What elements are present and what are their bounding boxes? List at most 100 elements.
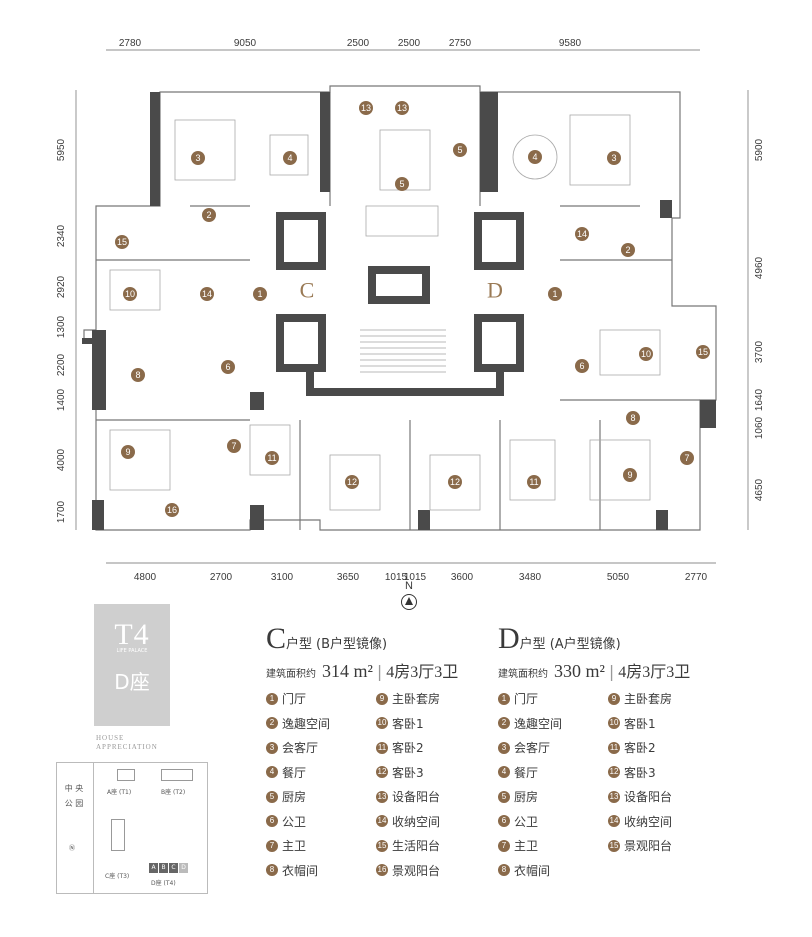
room-marker: 11 xyxy=(527,475,541,489)
room-name: 餐厅 xyxy=(514,765,539,780)
room-number-badge: 7 xyxy=(266,839,278,852)
room-number-badge: 14 xyxy=(608,815,620,827)
dim-bottom-3: 3650 xyxy=(337,572,360,580)
room-name: 会客厅 xyxy=(282,741,319,755)
room-marker-label: 4 xyxy=(287,153,292,163)
room-name: 衣帽间 xyxy=(514,863,551,878)
unit-d-letter: D xyxy=(487,278,503,303)
room-number-badge: 6 xyxy=(498,815,510,827)
dim-left-1: 2340 xyxy=(56,224,67,247)
room-marker: 5 xyxy=(395,177,409,191)
room-marker: 10 xyxy=(639,347,653,361)
unit-d-area-label: 建筑面积约 xyxy=(498,669,548,680)
room-marker: 10 xyxy=(123,287,137,301)
room-marker: 8 xyxy=(626,411,640,425)
room-marker-label: 14 xyxy=(202,289,212,299)
dim-top-5: 9580 xyxy=(559,38,582,49)
room-marker: 13 xyxy=(395,101,409,115)
room-name: 餐厅 xyxy=(282,765,307,780)
north-letter: N xyxy=(405,580,413,592)
room-number-badge: 7 xyxy=(498,839,510,852)
room-marker: 8 xyxy=(131,368,145,382)
dim-bottom-5: 1015 xyxy=(404,572,427,580)
room-number-badge: 1 xyxy=(498,692,510,705)
room-marker: 2 xyxy=(621,243,635,257)
room-legend-item: 11 客卧2 xyxy=(608,739,656,756)
room-name: 客卧2 xyxy=(624,741,656,755)
building-a-shape xyxy=(117,769,135,781)
room-number-badge: 5 xyxy=(498,790,510,803)
unit-c-title-letter: C xyxy=(266,622,287,655)
room-marker: 6 xyxy=(221,360,235,374)
unit-d-title: 户型 xyxy=(519,637,546,652)
room-number-badge: 9 xyxy=(376,692,388,705)
room-marker-label: 9 xyxy=(627,470,632,480)
unit-d-title-letter: D xyxy=(498,622,520,655)
room-number-badge: 13 xyxy=(608,790,620,803)
core xyxy=(276,212,524,396)
room-number-badge: 15 xyxy=(376,839,388,852)
dim-top-4: 2750 xyxy=(449,38,472,49)
room-marker: 4 xyxy=(283,151,297,165)
dim-left-2: 2920 xyxy=(56,275,67,298)
dim-bottom-4: 1015 xyxy=(385,572,408,580)
room-marker-label: 1 xyxy=(552,289,557,299)
building-c-label: C座 (T3) xyxy=(105,873,130,880)
unit-c-layout: 4房3厅3卫 xyxy=(386,664,459,681)
keymap-north-icon: Ⓝ xyxy=(69,845,76,852)
central-park-label: 中 央 公 园 xyxy=(64,784,84,808)
dim-top-2: 2500 xyxy=(347,38,370,49)
dim-top-1: 9050 xyxy=(234,38,257,49)
room-marker: 5 xyxy=(453,143,467,157)
room-marker-label: 8 xyxy=(630,413,635,423)
room-marker: 2 xyxy=(202,208,216,222)
room-marker: 9 xyxy=(121,445,135,459)
room-number-badge: 14 xyxy=(376,815,388,827)
room-legend-item: 15 生活阳台 xyxy=(376,837,440,854)
dim-bottom-0: 4800 xyxy=(134,572,157,580)
dim-right-3: 1640 xyxy=(754,388,765,411)
room-number-badge: 9 xyxy=(608,692,620,705)
room-name: 衣帽间 xyxy=(282,863,319,878)
room-marker: 12 xyxy=(448,475,462,489)
room-number-badge: 5 xyxy=(266,790,278,803)
room-marker: 6 xyxy=(575,359,589,373)
unit-d-mirror: (A户型镜像) xyxy=(549,637,621,652)
dim-left-6: 4000 xyxy=(56,448,67,471)
north-arrow-icon xyxy=(401,594,417,610)
room-name: 生活阳台 xyxy=(392,839,441,853)
room-number-badge: 3 xyxy=(498,741,510,754)
dimension-lines xyxy=(75,49,749,564)
room-marker-label: 7 xyxy=(684,453,689,463)
room-marker-label: 5 xyxy=(457,145,462,155)
room-name: 客卧3 xyxy=(624,765,656,780)
room-name: 客卧2 xyxy=(392,741,424,755)
unit-c-letter: C xyxy=(300,278,315,303)
room-marker-label: 3 xyxy=(611,153,616,163)
room-marker-label: 9 xyxy=(125,447,130,457)
room-number-badge: 11 xyxy=(608,741,620,754)
building-b-label: B座 (T2) xyxy=(161,789,186,796)
room-name: 收纳空间 xyxy=(392,814,441,829)
room-marker: 12 xyxy=(345,475,359,489)
room-marker-label: 6 xyxy=(579,361,584,371)
unit-c-area: 314 m² xyxy=(322,661,373,681)
room-name: 门厅 xyxy=(282,692,307,706)
room-number-badge: 10 xyxy=(376,717,388,729)
room-marker-label: 7 xyxy=(231,441,236,451)
